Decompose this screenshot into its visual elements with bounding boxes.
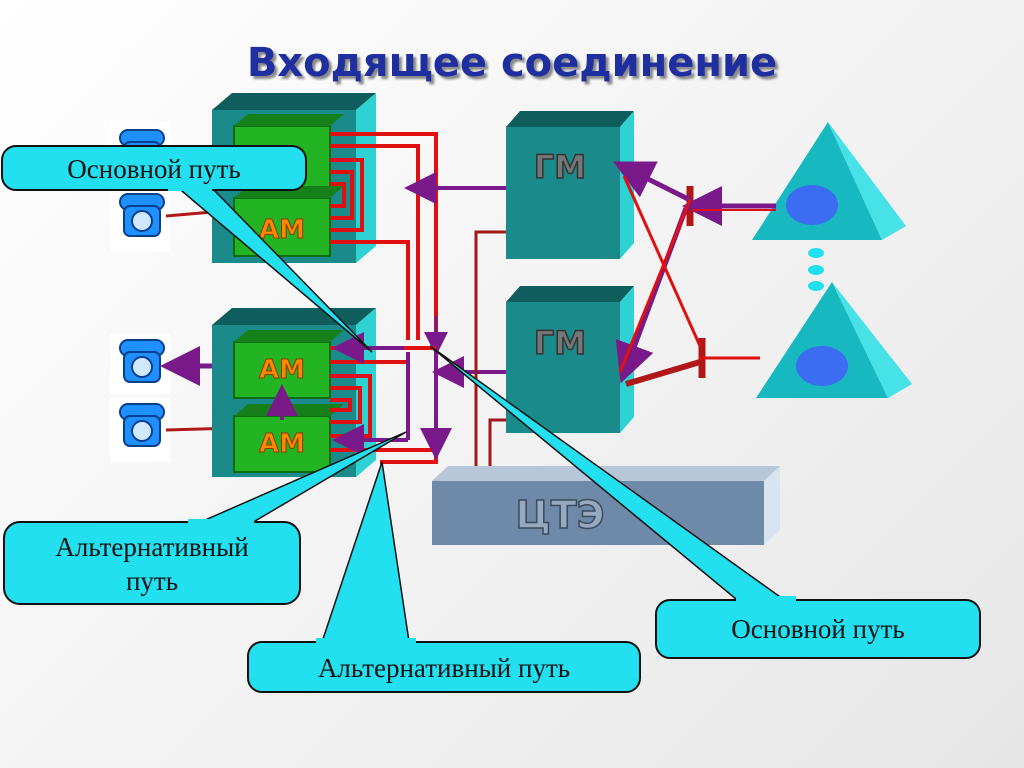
callout-alt-path-left bbox=[3, 431, 407, 605]
triangle-node-icon bbox=[752, 122, 906, 240]
am-label: AM bbox=[259, 215, 305, 245]
page-title: Входящее соединение bbox=[246, 40, 778, 86]
callout-text: Альтернативный путь bbox=[317, 653, 571, 683]
cte-label: ЦТЭ bbox=[515, 493, 604, 537]
am-label: AM bbox=[259, 355, 305, 385]
continuation-dots bbox=[808, 248, 824, 291]
callout-text: Основной путь bbox=[731, 614, 905, 644]
gm-label: ГМ bbox=[534, 148, 586, 186]
callout-main-path-top bbox=[1, 145, 373, 353]
upper-wiring bbox=[330, 132, 506, 356]
telephone-icon bbox=[110, 188, 170, 252]
lower-wiring bbox=[330, 332, 506, 464]
gm-module-lower: ГМ bbox=[506, 286, 634, 433]
callout-main-path-right bbox=[429, 345, 981, 659]
gm-label: ГМ bbox=[534, 324, 586, 362]
gm-module-upper: ГМ bbox=[506, 111, 634, 259]
telephone-icon bbox=[110, 334, 170, 394]
callout-line: Альтернативный bbox=[55, 532, 249, 562]
callout-text: Альтернативный путь bbox=[4, 530, 300, 598]
callout-line: путь bbox=[125, 566, 179, 596]
callout-text: Основной путь bbox=[67, 154, 241, 184]
callout-alt-path-bottom bbox=[247, 461, 641, 693]
cte-links bbox=[474, 230, 506, 480]
trunk-wiring bbox=[613, 161, 776, 387]
telephone-icon bbox=[110, 398, 170, 462]
triangle-node-icon bbox=[756, 282, 912, 398]
am-label: AM bbox=[259, 429, 305, 459]
